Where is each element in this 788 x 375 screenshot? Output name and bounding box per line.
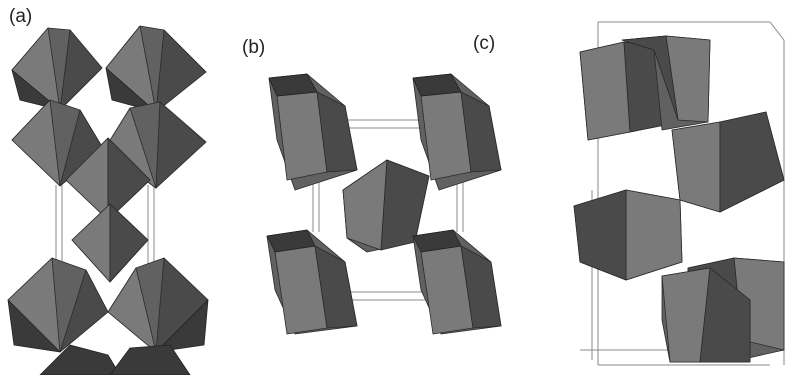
octahedron [107,257,209,353]
panel-c-structure [573,21,785,366]
octahedron [65,137,151,221]
octahedron [39,344,191,375]
octahedron [266,229,358,335]
panel-b: (b) (c) [235,0,505,375]
panel-a-label: (a) [9,6,33,27]
panel-b-label: (b) [242,37,266,58]
panel-a: (a) [0,0,215,375]
octahedron [412,73,502,191]
octahedron [661,267,751,363]
octahedron [11,27,103,111]
octahedron [342,159,430,253]
panel-b-structure [266,73,502,335]
unit-cell-b [312,119,464,301]
panel-c-label: (c) [473,33,496,54]
octahedron [412,229,502,335]
panel-a-structure [7,25,209,375]
octahedron [268,73,358,191]
octahedron [621,35,711,131]
panel-c [570,0,788,375]
octahedron [7,257,109,353]
octahedron [573,189,683,281]
octahedron [11,99,105,187]
octahedron [71,203,149,283]
octahedron [671,111,785,213]
octahedron [105,25,207,113]
